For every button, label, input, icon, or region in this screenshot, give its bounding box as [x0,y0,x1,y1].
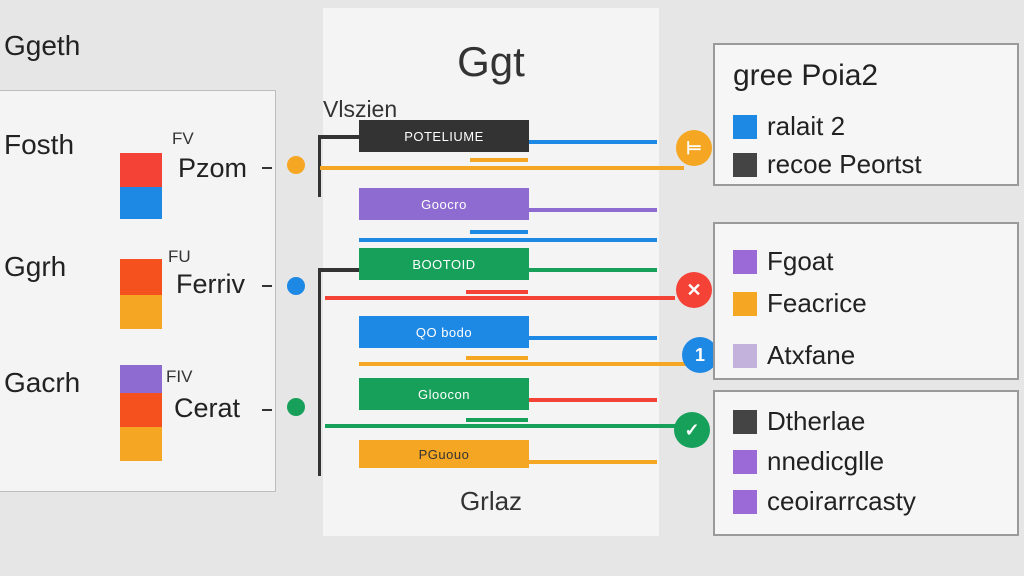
connector-dot-2 [287,277,305,295]
legend-label-1-2: recoe Peortst [767,149,922,179]
bar-1-line [529,140,657,144]
bar-4-line [529,336,657,340]
row-dash-2 [262,285,272,287]
legend-box-2: Fgoat Feacrice Atxfane [713,222,1019,380]
bar-2-line [529,208,657,212]
row-label-2: Ggrh [4,251,67,282]
color-block-3b [120,393,162,427]
legend-box-1-title: gree Poia2 [733,59,879,92]
legend-swatch-3-2 [733,449,757,474]
bar-4-line2 [359,362,687,366]
connector-dot-3 [287,398,305,416]
row-sub-label-2: Ferriv [176,269,245,299]
legend-box-3: Dtherlae nnedicglle ceoirarrcasty [713,390,1019,536]
marker-circle-4: ✓ [674,412,710,448]
bar-1-step [470,158,528,162]
bar-5: Gloocon [359,378,529,410]
row-dash-1 [262,167,272,169]
left-panel: Fosth FV Pzom Ggrh FU Ferriv Gacrh FIV C… [0,90,276,492]
left-title: Ggeth [4,30,81,61]
legend-label-2-3: Atxfane [767,340,856,370]
legend-swatch-2-3 [733,343,757,368]
bar-1-line2 [320,166,684,170]
legend-swatch-3-1 [733,409,757,434]
bar-4-label: QO bodo [415,324,473,340]
marker-circle-1: ⊨ [676,130,712,166]
legend-label-3-2: nnedicglle [767,446,885,476]
legend-swatch-2-2 [733,291,757,316]
bar-2-label: Goocro [421,196,467,212]
bar-6-line [529,460,657,464]
bar-1-label: POTELIUME [404,128,484,144]
legend-item-1-2: recoe Peortst [733,149,922,180]
color-block-2a [120,259,162,295]
bar-3-line [529,268,657,272]
bar-6-label: PGuouo [418,446,470,462]
legend-item-3-1: Dtherlae [733,406,865,437]
bar-2: Goocro [359,188,529,220]
bar-5-line2 [325,424,675,428]
center-subtitle: Vlszien [323,96,398,122]
bar-1: POTELIUME [359,120,529,152]
tree-branch-top [318,135,360,139]
bar-5-line [529,398,657,402]
color-block-3c [120,427,162,461]
center-footer: Grlaz [459,486,523,516]
marker-circle-3: 1 [682,337,718,373]
bar-4: QO bodo [359,316,529,348]
legend-item-1-1: ralait 2 [733,111,845,142]
legend-swatch-2-1 [733,249,757,274]
center-title: Ggt [457,38,525,85]
color-block-1b [120,187,162,219]
color-block-3a [120,365,162,393]
legend-label-1-1: ralait 2 [767,111,846,141]
legend-item-3-2: nnedicglle [733,446,884,477]
color-block-2b [120,295,162,329]
marker-1-symbol: ⊨ [686,137,702,158]
bar-3-line2 [325,296,675,300]
connector-dot-1 [287,156,305,174]
legend-item-3-3: ceoirarrcasty [733,486,916,517]
legend-box-1: gree Poia2 ralait 2 recoe Peortst [713,43,1019,186]
row-dash-3 [262,409,272,411]
row-fv-1: FV [172,129,194,148]
legend-item-2-1: Fgoat [733,246,834,277]
marker-3-symbol: 1 [694,344,705,365]
row-sub-label-3: Cerat [174,393,241,423]
legend-swatch-1-2 [733,152,757,177]
row-sub-label-1: Pzom [178,153,248,183]
legend-item-2-2: Feacrice [733,288,867,319]
bar-3-label: BOOTOID [412,256,476,272]
legend-label-3-3: ceoirarrcasty [767,486,916,516]
bar-6: PGuouo [359,440,529,468]
bar-2-line2 [359,238,657,242]
color-block-1a [120,153,162,187]
marker-4-symbol: ✓ [684,419,700,440]
bar-2-step [470,230,528,234]
legend-label-2-1: Fgoat [767,246,834,276]
tree-line-main [318,268,321,476]
bar-4-step [466,356,528,360]
tree-branch-main [318,268,360,272]
legend-item-2-3: Atxfane [733,340,855,371]
legend-swatch-3-3 [733,489,757,514]
row-label-1: Fosth [4,129,75,160]
row-fv-3: FIV [166,367,193,386]
legend-label-2-2: Feacrice [767,288,867,318]
row-fv-2: FU [168,247,191,266]
marker-2-symbol: ✕ [686,279,702,300]
bar-3: BOOTOID [359,248,529,280]
bar-5-label: Gloocon [418,386,470,402]
bar-3-step [466,290,528,294]
tree-line-top [318,135,321,197]
bar-5-step [466,418,528,422]
marker-circle-2: ✕ [676,272,712,308]
row-label-3: Gacrh [4,367,81,398]
legend-label-3-1: Dtherlae [767,406,866,436]
legend-swatch-1-1 [733,114,757,139]
